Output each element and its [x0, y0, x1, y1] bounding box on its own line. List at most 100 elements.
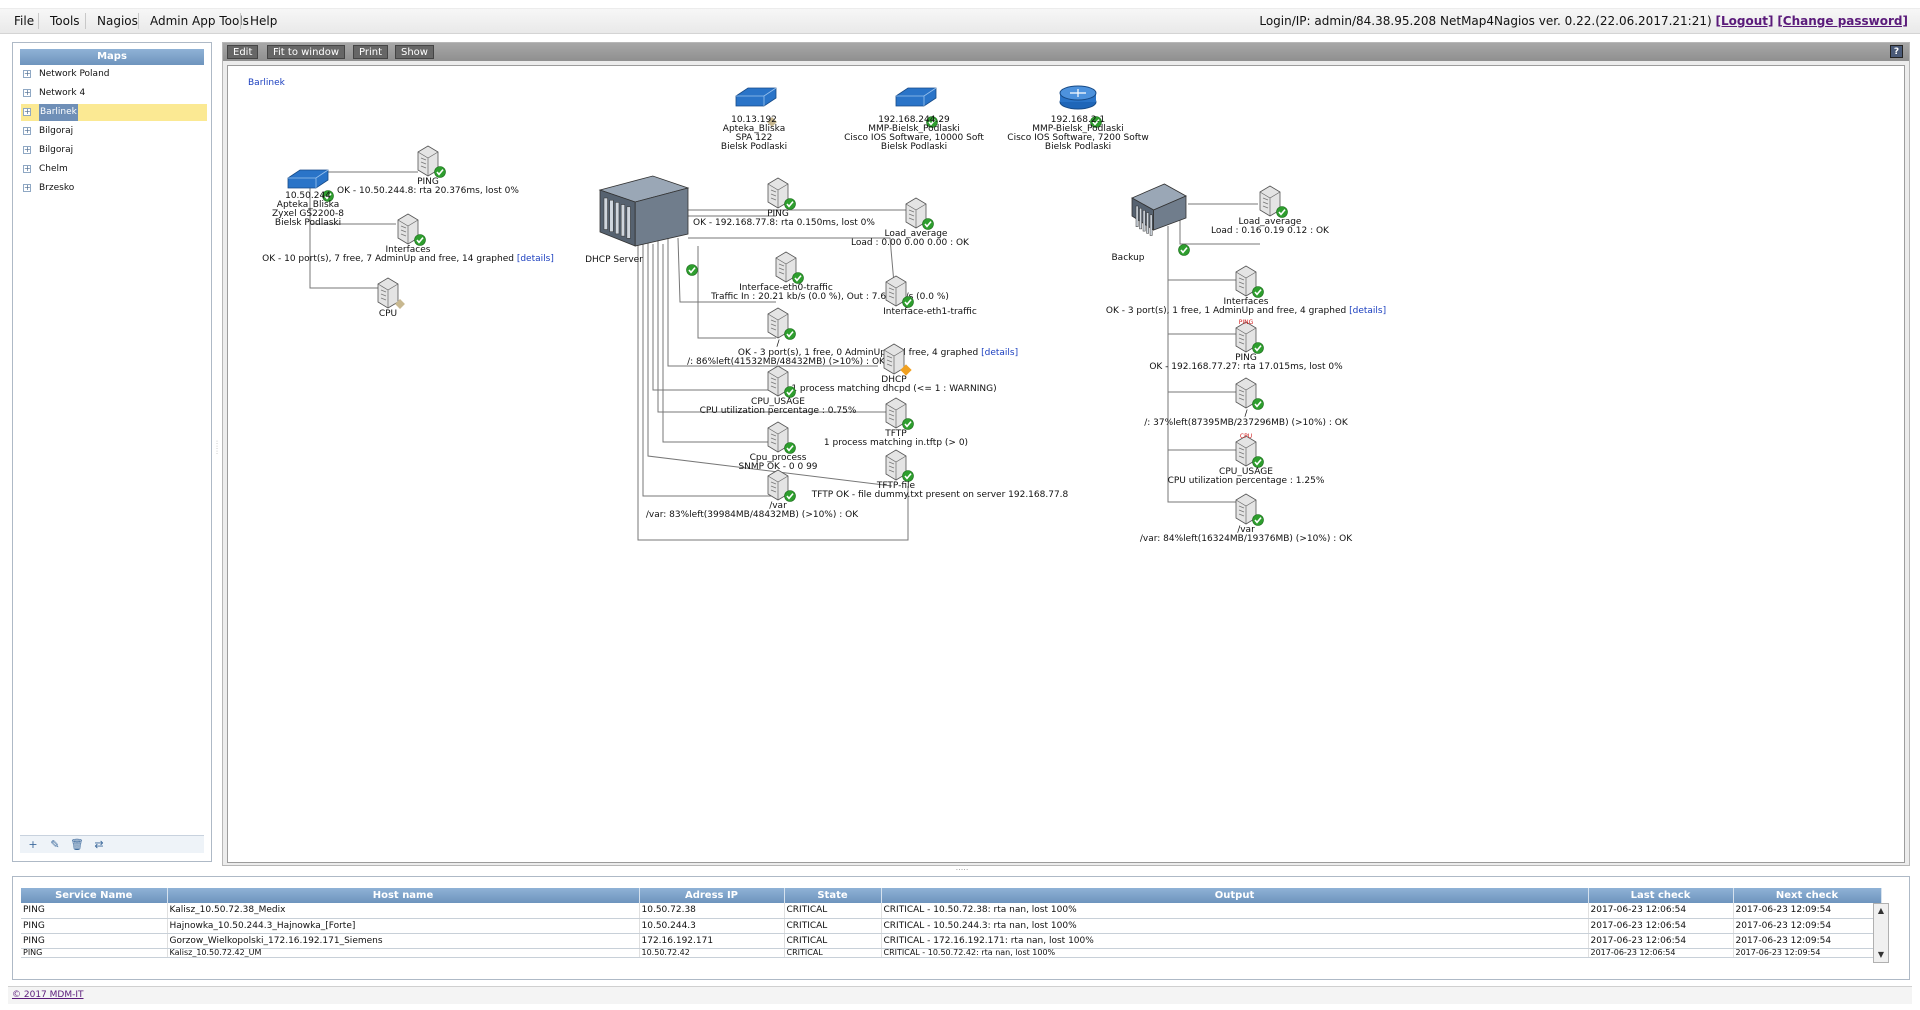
- service-name-svc-cpu-process: Cpu_process: [750, 453, 807, 463]
- col-last-check[interactable]: Last check: [1588, 888, 1734, 903]
- service-icon[interactable]: [1235, 435, 1257, 467]
- details-link[interactable]: [details]: [978, 348, 1018, 358]
- vertical-splitter[interactable]: :::: [216, 439, 219, 456]
- menu-help[interactable]: Help: [250, 14, 278, 28]
- help-icon[interactable]: ?: [1890, 45, 1903, 58]
- service-name-svc-var-dhcp: /var: [769, 501, 787, 511]
- expand-icon[interactable]: +: [23, 126, 31, 135]
- col-host-name[interactable]: Host name: [167, 888, 640, 903]
- cell: PING: [21, 903, 168, 919]
- expand-icon[interactable]: +: [23, 88, 31, 97]
- router-icon[interactable]: [1059, 85, 1097, 110]
- scroll-up-icon[interactable]: ▲: [1877, 906, 1885, 915]
- unknown-icon: [767, 117, 777, 127]
- service-output-svc-load-backup: Load : 0.16 0.19 0.12 : OK: [1211, 226, 1330, 236]
- ok-icon: [926, 116, 938, 128]
- service-icon[interactable]: [1235, 265, 1257, 297]
- connection-line: [642, 244, 776, 497]
- cell: 2017-06-23 12:09:54: [1733, 933, 1882, 949]
- cell: CRITICAL - 172.16.192.171: rta nan, lost…: [881, 933, 1589, 949]
- service-icon[interactable]: [397, 213, 419, 245]
- connection-line: [1167, 226, 1240, 503]
- connection-line: [1179, 216, 1260, 245]
- node-label-sw-left: 10.50.244: [285, 191, 331, 201]
- fit-to-window-button[interactable]: Fit to window: [267, 45, 346, 59]
- horizontal-splitter[interactable]: .....: [955, 863, 969, 872]
- switch-icon[interactable]: [735, 87, 777, 107]
- menu-separator: [240, 13, 241, 29]
- service-icon[interactable]: [1235, 377, 1257, 409]
- service-icon[interactable]: [377, 277, 399, 309]
- menu-separator: [138, 13, 139, 29]
- link-icon[interactable]: ⇄: [94, 838, 104, 851]
- expand-icon[interactable]: +: [23, 69, 31, 78]
- change-password-link[interactable]: [Change password]: [1777, 14, 1908, 28]
- col-output[interactable]: Output: [881, 888, 1589, 903]
- logout-link[interactable]: [Logout]: [1715, 14, 1774, 28]
- scroll-down-icon[interactable]: ▼: [1877, 950, 1885, 959]
- service-name-svc-load-backup: Load_average: [1239, 217, 1302, 227]
- expand-icon[interactable]: +: [23, 183, 31, 192]
- map-item-barlinek[interactable]: +Barlinek: [21, 104, 207, 121]
- menu-tools[interactable]: Tools: [50, 14, 80, 28]
- col-state[interactable]: State: [784, 888, 882, 903]
- show-button[interactable]: Show: [395, 45, 434, 59]
- menu-admin-app-tools[interactable]: Admin App Tools: [150, 14, 249, 28]
- map-item-bilgoraj[interactable]: +Bilgoraj: [23, 126, 74, 136]
- details-link[interactable]: [details]: [514, 254, 554, 264]
- service-icon[interactable]: [767, 469, 789, 501]
- expand-icon[interactable]: +: [23, 145, 31, 154]
- node-label-sw-top-2: Bielsk Podlaski: [881, 142, 947, 152]
- login-info: Login/IP: admin/84.38.95.208 NetMap4Nagi…: [1259, 14, 1908, 28]
- service-output-svc-ping-backup: OK - 192.168.77.27: rta 17.015ms, lost 0…: [1149, 362, 1343, 372]
- menu-nagios[interactable]: Nagios: [97, 14, 138, 28]
- edit-icon[interactable]: ✎: [50, 838, 60, 851]
- details-link[interactable]: [details]: [1346, 306, 1386, 316]
- service-icon[interactable]: [885, 449, 907, 481]
- ok-icon: [414, 234, 426, 246]
- service-icon[interactable]: [1259, 185, 1281, 217]
- map-item-chelm[interactable]: +Chelm: [23, 164, 68, 174]
- cell: CRITICAL: [784, 948, 882, 958]
- map-item-network-4[interactable]: +Network 4: [23, 88, 86, 98]
- service-name-svc-var-backup: /var: [1237, 525, 1255, 535]
- server-icon[interactable]: [598, 175, 690, 247]
- service-output-svc-cpu-usage-dhcp: CPU utilization percentage : 0.75%: [700, 406, 857, 416]
- expand-icon[interactable]: +: [23, 164, 31, 173]
- map-item-bilgoraj-2[interactable]: +Bilgoraj: [23, 145, 74, 155]
- service-output-svc-cpu-usage-backup: CPU utilization percentage : 1.25%: [1168, 476, 1325, 486]
- service-icon[interactable]: [885, 275, 907, 307]
- menu-bar: File Tools Nagios Admin App Tools Help L…: [0, 8, 1920, 34]
- service-name-svc-tftp: TFTP: [884, 429, 907, 439]
- map-item-brzesko[interactable]: +Brzesko: [23, 183, 75, 193]
- ok-icon: [1178, 244, 1190, 256]
- server-icon[interactable]: [1131, 183, 1187, 236]
- service-output-svc-eth0: Traffic In : 20.21 kb/s (0.0 %), Out : 7…: [710, 292, 949, 302]
- copyright-link[interactable]: © 2017 MDM-IT: [12, 990, 84, 1000]
- service-name-svc-if-left: Interfaces: [386, 245, 431, 255]
- cell: CRITICAL - 10.50.72.38: rta nan, lost 10…: [881, 903, 1589, 919]
- delete-icon[interactable]: 🗑: [70, 838, 84, 851]
- service-output-svc-var-dhcp: /var: 83%left(39984MB/48432MB) (>10%) : …: [646, 510, 859, 520]
- add-icon[interactable]: +: [28, 838, 38, 851]
- service-icon[interactable]: [1235, 321, 1257, 353]
- print-button[interactable]: Print: [353, 45, 389, 59]
- edit-button[interactable]: Edit: [227, 45, 259, 59]
- map-item-network-poland[interactable]: +Network Poland: [23, 69, 110, 79]
- switch-icon[interactable]: [895, 87, 937, 107]
- table-scrollbar[interactable]: ▲ ▼: [1873, 903, 1889, 963]
- service-name-svc-eth0: Interface-eth0-traffic: [739, 283, 833, 293]
- col-service-name[interactable]: Service Name: [21, 888, 168, 903]
- switch-icon[interactable]: [287, 169, 329, 189]
- col-next-check[interactable]: Next check: [1733, 888, 1882, 903]
- service-name-svc-ping-backup: PING: [1235, 353, 1257, 363]
- col-address-ip[interactable]: Adress IP: [639, 888, 785, 903]
- expand-icon[interactable]: +: [23, 107, 31, 116]
- menu-file[interactable]: File: [14, 14, 35, 28]
- map-panel: Edit Fit to window Print Show ? Barlinek…: [222, 42, 1910, 866]
